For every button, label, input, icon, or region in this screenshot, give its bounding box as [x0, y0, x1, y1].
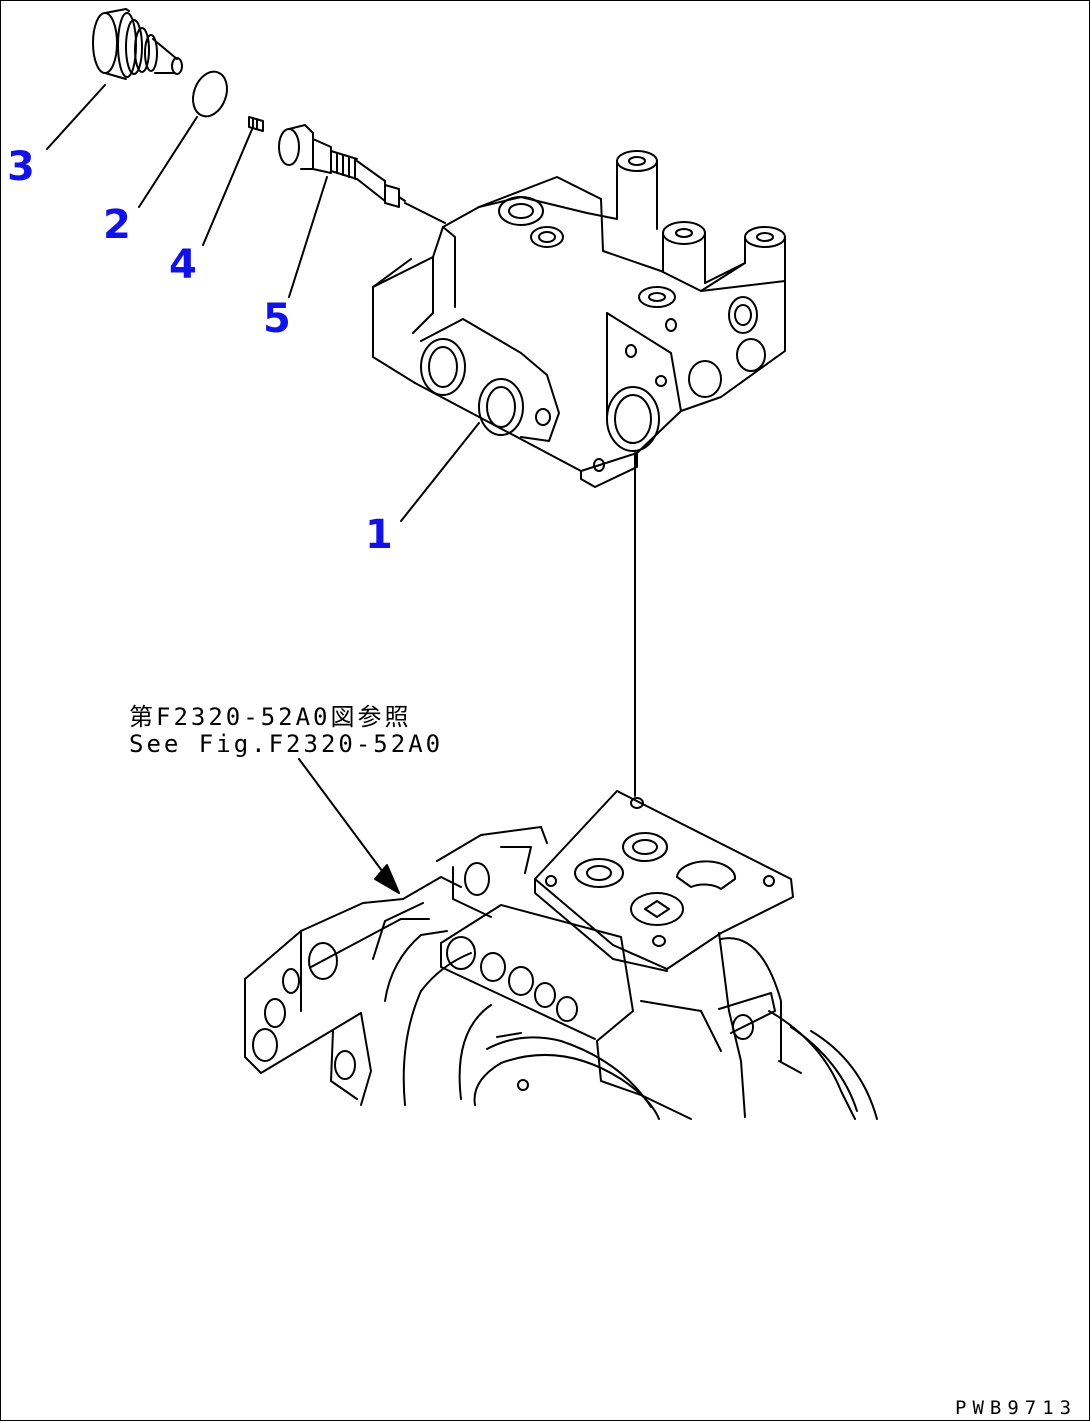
- reference-note-english: See Fig.F2320-52A0: [129, 730, 444, 758]
- reference-arrow: [298, 758, 400, 894]
- leader-line-2: [138, 116, 198, 208]
- drawing-number: PWB9713: [955, 1397, 1078, 1419]
- callout-5: 5: [263, 296, 291, 342]
- small-plug-part-4: [248, 116, 264, 132]
- transmission-case: [244, 790, 878, 1120]
- callout-3: 3: [7, 144, 35, 190]
- assembly-leader-spool: [404, 202, 446, 224]
- callout-4: 4: [169, 242, 197, 288]
- leader-line-3: [46, 84, 106, 150]
- leader-line-5: [288, 176, 328, 298]
- callout-1: 1: [365, 512, 393, 558]
- o-ring-part-2: [192, 70, 228, 118]
- spool-part-5: [278, 124, 406, 208]
- callout-2: 2: [103, 202, 131, 248]
- valve-body-part-1: [372, 150, 786, 488]
- plug-part-3: [92, 8, 183, 80]
- reference-note-japanese: 第F2320-52A0図参照: [129, 703, 412, 731]
- leader-line-1: [400, 422, 480, 522]
- leader-line-4: [202, 126, 254, 246]
